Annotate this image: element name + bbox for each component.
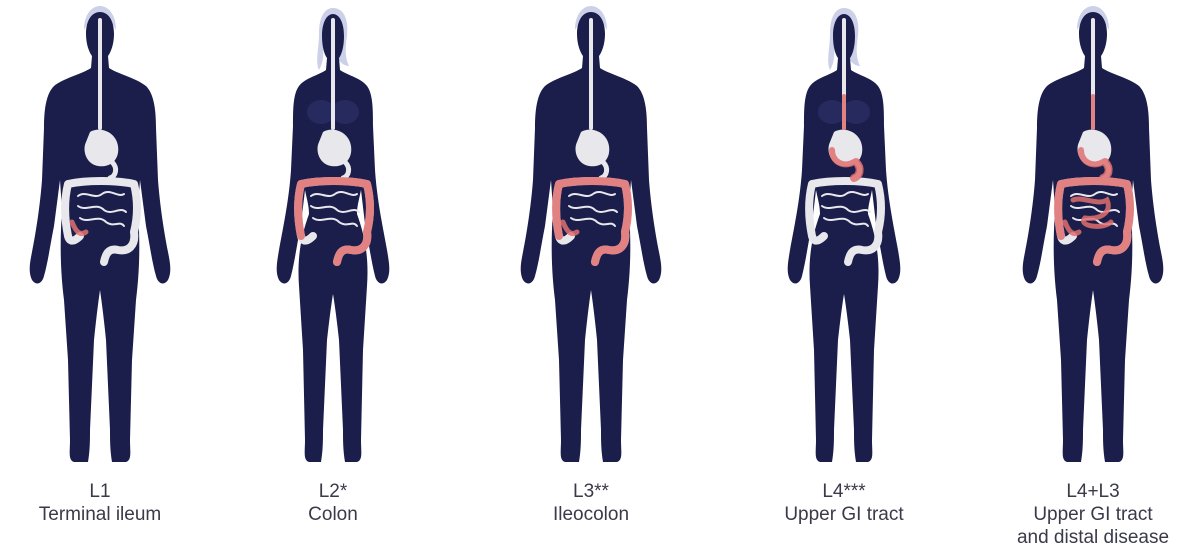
inflamed-ascending-colon bbox=[556, 184, 559, 236]
chest-shade bbox=[331, 100, 359, 124]
caption-label: Upper GI tract bbox=[993, 503, 1193, 526]
figure-l3: L3** Ileocolon bbox=[491, 0, 691, 555]
caption-code: L2* bbox=[233, 480, 433, 503]
caption-l1: L1 Terminal ileum bbox=[0, 480, 200, 526]
figure-l2: L2* Colon bbox=[233, 0, 433, 555]
inflamed-transverse-colon bbox=[1061, 181, 1127, 184]
inflamed-descending-colon bbox=[625, 184, 628, 232]
chest-shade bbox=[307, 100, 335, 124]
inflamed-ascending-colon bbox=[298, 184, 301, 236]
caption-label: Colon bbox=[233, 503, 433, 526]
caption-label: Ileocolon bbox=[491, 503, 691, 526]
body-figure bbox=[0, 0, 200, 470]
caption-code: L4+L3 bbox=[993, 480, 1193, 503]
body-figure bbox=[491, 0, 691, 470]
inflamed-transverse-colon bbox=[559, 181, 625, 184]
figure-l1: L1 Terminal ileum bbox=[0, 0, 200, 555]
body-figure bbox=[744, 0, 944, 470]
body-figure bbox=[233, 0, 433, 470]
inflamed-descending-colon bbox=[367, 184, 370, 232]
inflamed-transverse-colon bbox=[301, 181, 367, 184]
caption-label: Upper GI tract bbox=[744, 503, 944, 526]
figure-l4-l3: L4+L3 Upper GI tract and distal disease bbox=[993, 0, 1193, 555]
caption-l3: L3** Ileocolon bbox=[491, 480, 691, 526]
chest-shade bbox=[842, 100, 870, 124]
body-figure bbox=[993, 0, 1193, 470]
inflamed-ascending-colon bbox=[1058, 184, 1061, 236]
caption-label-2: and distal disease bbox=[993, 526, 1193, 549]
caption-l4-l3: L4+L3 Upper GI tract and distal disease bbox=[993, 480, 1193, 549]
figure-l4: L4*** Upper GI tract bbox=[744, 0, 944, 555]
caption-code: L1 bbox=[0, 480, 200, 503]
caption-label: Terminal ileum bbox=[0, 503, 200, 526]
caption-code: L3** bbox=[491, 480, 691, 503]
caption-l2: L2* Colon bbox=[233, 480, 433, 526]
caption-code: L4*** bbox=[744, 480, 944, 503]
chest-shade bbox=[818, 100, 846, 124]
caption-l4: L4*** Upper GI tract bbox=[744, 480, 944, 526]
inflamed-descending-colon bbox=[1127, 184, 1130, 232]
